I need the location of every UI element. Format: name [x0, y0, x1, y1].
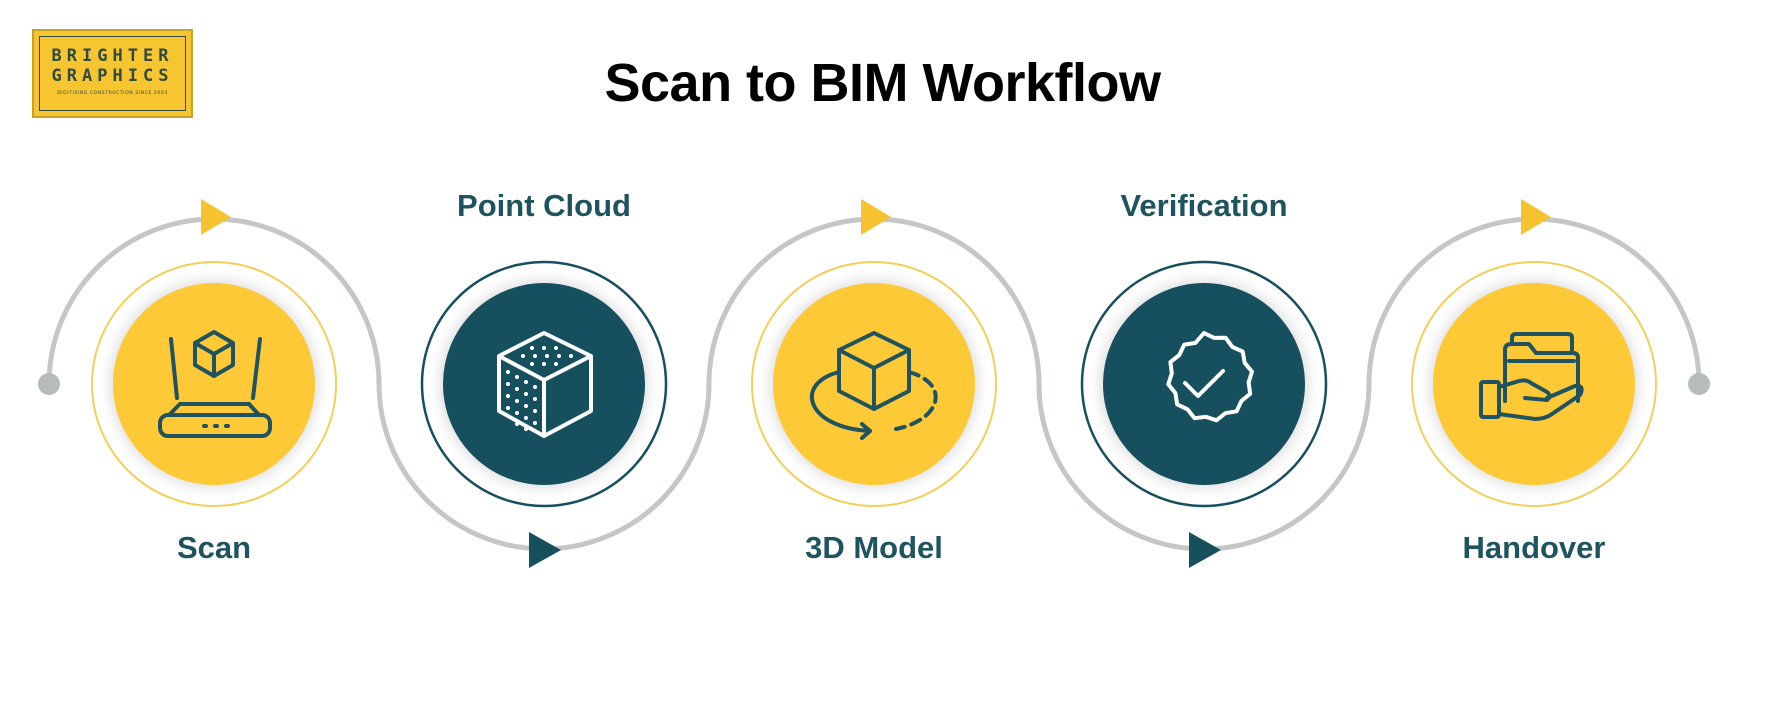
logo-line-1: BRIGHTER — [51, 46, 174, 66]
arrow-icon — [529, 532, 561, 568]
step-verification — [1080, 260, 1328, 508]
page-title: Scan to BIM Workflow — [604, 53, 1161, 113]
step-point-cloud — [420, 260, 668, 508]
logo-tagline: DIGITISING CONSTRUCTION SINCE 2003 — [57, 91, 168, 96]
connector-end-dot — [1688, 373, 1710, 395]
arrow-icon — [201, 199, 231, 235]
arrow-icon — [1189, 532, 1221, 568]
logo-line-2: GRAPHICS — [51, 66, 174, 86]
scanner-icon — [158, 330, 272, 438]
arrow-icon — [861, 199, 891, 235]
step-label-3d-model: 3D Model — [805, 530, 943, 565]
hand-folder-icon — [1479, 332, 1584, 421]
step-handover — [1411, 261, 1657, 507]
step-label-point-cloud: Point Cloud — [457, 188, 631, 223]
step-scan — [91, 261, 337, 507]
brand-logo: BRIGHTER GRAPHICS DIGITISING CONSTRUCTIO… — [32, 29, 193, 118]
verified-badge-icon — [1166, 331, 1254, 423]
step-label-scan: Scan — [176, 530, 252, 565]
logo-frame — [39, 36, 186, 111]
rotating-cube-icon — [809, 331, 938, 440]
point-cloud-cube-icon — [497, 331, 593, 438]
step-label-verification: Verification — [1120, 188, 1288, 223]
arrow-icon — [1521, 199, 1551, 235]
connector-start-dot — [38, 373, 60, 395]
step-3d-model — [751, 261, 997, 507]
step-label-handover: Handover — [1462, 530, 1606, 565]
